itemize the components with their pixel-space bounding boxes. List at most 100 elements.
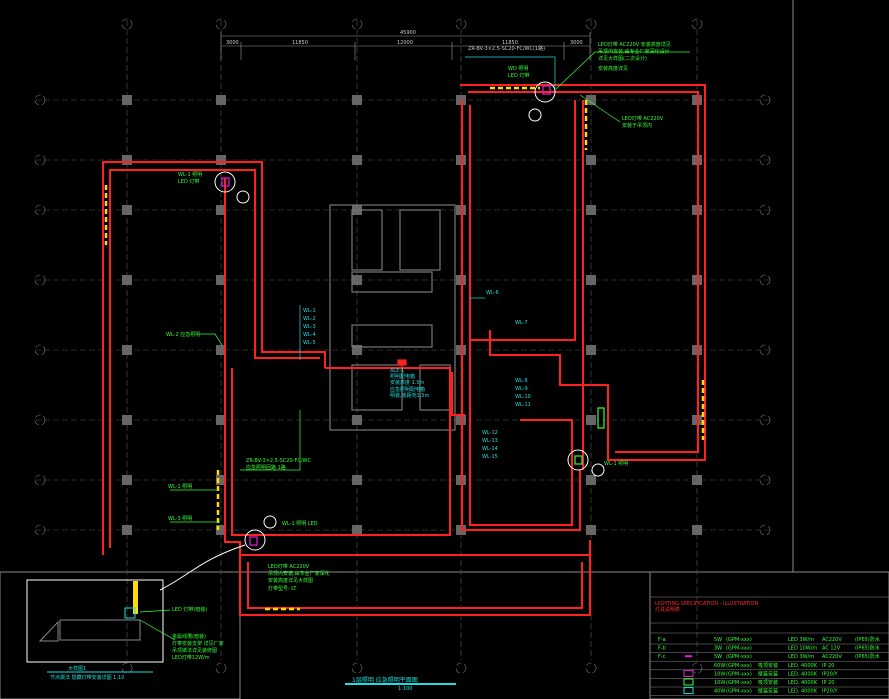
column — [586, 345, 596, 355]
legend-cell-model: (GPM-xxx) — [726, 646, 752, 652]
dimension-segment: 3000 — [226, 40, 239, 46]
detail-view: LED 灯带(暗装) 金属线槽(暗装) 灯带安装支架 详见厂家 吊顶做法详见装修… — [26, 579, 224, 681]
callout-circles — [159, 81, 605, 591]
note-line: 吊顶内安装,由专业厂家深化设计 — [598, 48, 670, 55]
axis-bubble — [759, 344, 771, 356]
fixture-label: LED 灯带 — [178, 178, 199, 185]
axis-bubble — [34, 274, 46, 286]
column — [586, 475, 596, 485]
panel-label: 应急照明配电箱 — [390, 386, 425, 393]
column — [586, 205, 596, 215]
circuit-note: WL-2 应急照明 — [166, 331, 200, 338]
drawing-title: 1层照明 应急照明平面图 — [352, 676, 418, 684]
legend-cell-desc: 壁装安装 — [758, 688, 778, 695]
axis-bubble — [34, 414, 46, 426]
legend-cell-volt: IP 20 — [822, 663, 834, 669]
axis-bubble — [34, 474, 46, 486]
column — [352, 525, 362, 535]
dimension-segment: 12000 — [397, 40, 413, 46]
column — [216, 345, 226, 355]
legend-cell-model: (GPM-xxx) — [726, 689, 752, 695]
axis-bubble — [759, 414, 771, 426]
circuit-label: WL-13 — [482, 438, 498, 444]
circuit-label: WL-4 — [303, 332, 316, 338]
legend-cell-desc: 壁装安装 — [758, 670, 778, 677]
fixture-symbol-icon — [683, 687, 694, 695]
column — [586, 155, 596, 165]
axis-bubble — [759, 94, 771, 106]
circuit-note: WL-3 照明 — [168, 516, 192, 522]
strip-symbol-icon — [685, 655, 692, 658]
note-line: 安装高度详见大样图 — [268, 577, 313, 584]
circuit-label: WL-11 — [515, 402, 531, 408]
legend-cell-volt: IP20/Y — [822, 671, 839, 677]
column — [122, 275, 132, 285]
circuit-label: WL-5 — [303, 340, 316, 346]
circuit-label: WL-15 — [482, 454, 498, 460]
axis-bubble — [34, 344, 46, 356]
axis-bubble — [691, 662, 703, 674]
legend-cell-code: F-b — [658, 646, 666, 652]
legend-cell-code: F-a — [658, 637, 666, 643]
legend-cell-power: 10W — [714, 680, 725, 686]
dimension-segment: 3000 — [570, 40, 583, 46]
legend-table: LIGHTING SPECIFICATION - ILLUSTRATION 灯具… — [650, 596, 889, 696]
column — [216, 415, 226, 425]
legend-cell-power: 40W — [714, 689, 725, 695]
dimension-segment: 11850 — [292, 40, 308, 46]
detail-title: 大样图1 — [68, 665, 86, 672]
column — [122, 525, 132, 535]
column — [216, 275, 226, 285]
lighting-circuits — [102, 84, 706, 616]
legend-title: LIGHTING SPECIFICATION - ILLUSTRATION — [655, 601, 758, 607]
detail-subtitle: 节点做法 隐藏灯带安装详图 1:10 — [50, 674, 124, 681]
cable-spec: 应急照明回路 1路 — [246, 464, 286, 471]
dimension-overall: 45900 — [400, 30, 416, 36]
column — [216, 475, 226, 485]
note-line: 安装于吊顶内 — [622, 122, 652, 129]
column — [216, 525, 226, 535]
column — [122, 345, 132, 355]
axis-bubble — [351, 18, 363, 30]
leader-lines — [170, 51, 690, 523]
legend-cell-lamp: LED, 4000K — [788, 671, 818, 677]
column — [216, 95, 226, 105]
column — [122, 205, 132, 215]
detail-note: LED 灯带(暗装) — [172, 606, 207, 613]
legend-cell-desc: 吸顶安装 — [758, 679, 778, 686]
drawing-scale: 1:100 — [398, 686, 412, 692]
column — [216, 205, 226, 215]
circuit-labels: WL-1 WL-2 WL-3 WL-4 WL-5 WL-6 WL-7 WL-8 … — [303, 290, 531, 460]
circuit-label: WL-8 — [515, 378, 528, 384]
column — [216, 155, 226, 165]
axis-bubble — [121, 18, 133, 30]
axis-bubble — [759, 204, 771, 216]
panel-label: 安装高度 1.5m — [390, 379, 425, 386]
axis-bubble — [759, 474, 771, 486]
column — [122, 475, 132, 485]
column — [352, 275, 362, 285]
dimension-line — [220, 32, 591, 60]
legend-cell-volt: AC 12V — [822, 646, 841, 652]
axis-bubble — [759, 154, 771, 166]
legend-cell-lamp: LED, 4000K — [788, 689, 818, 695]
cable-spec: ZR-BV-3×2.5-SC20-FC/WC(1路) — [468, 45, 545, 52]
column — [586, 525, 596, 535]
legend-cell-lamp: LED 10W/m — [788, 646, 817, 652]
circuit-label: WL-10 — [515, 394, 531, 400]
note-line: 吊顶内安装,由专业厂家深化 — [268, 570, 330, 577]
axis-bubble — [455, 662, 467, 674]
column — [122, 95, 132, 105]
legend-cell-lamp: LED 3W/m — [788, 637, 814, 643]
axis-bubble — [34, 94, 46, 106]
axis-bubble — [759, 274, 771, 286]
axis-bubble — [121, 662, 133, 674]
column — [352, 155, 362, 165]
legend-cell-volt: IP20/Y — [822, 689, 839, 695]
circuit-label: WL-1 — [303, 308, 316, 314]
panel-label: 明装,底距地1.5m — [390, 392, 430, 399]
column — [352, 345, 362, 355]
detail-note: LED灯带12W/m — [172, 654, 210, 661]
cable-spec: WL-1 照明 LED — [282, 521, 318, 527]
